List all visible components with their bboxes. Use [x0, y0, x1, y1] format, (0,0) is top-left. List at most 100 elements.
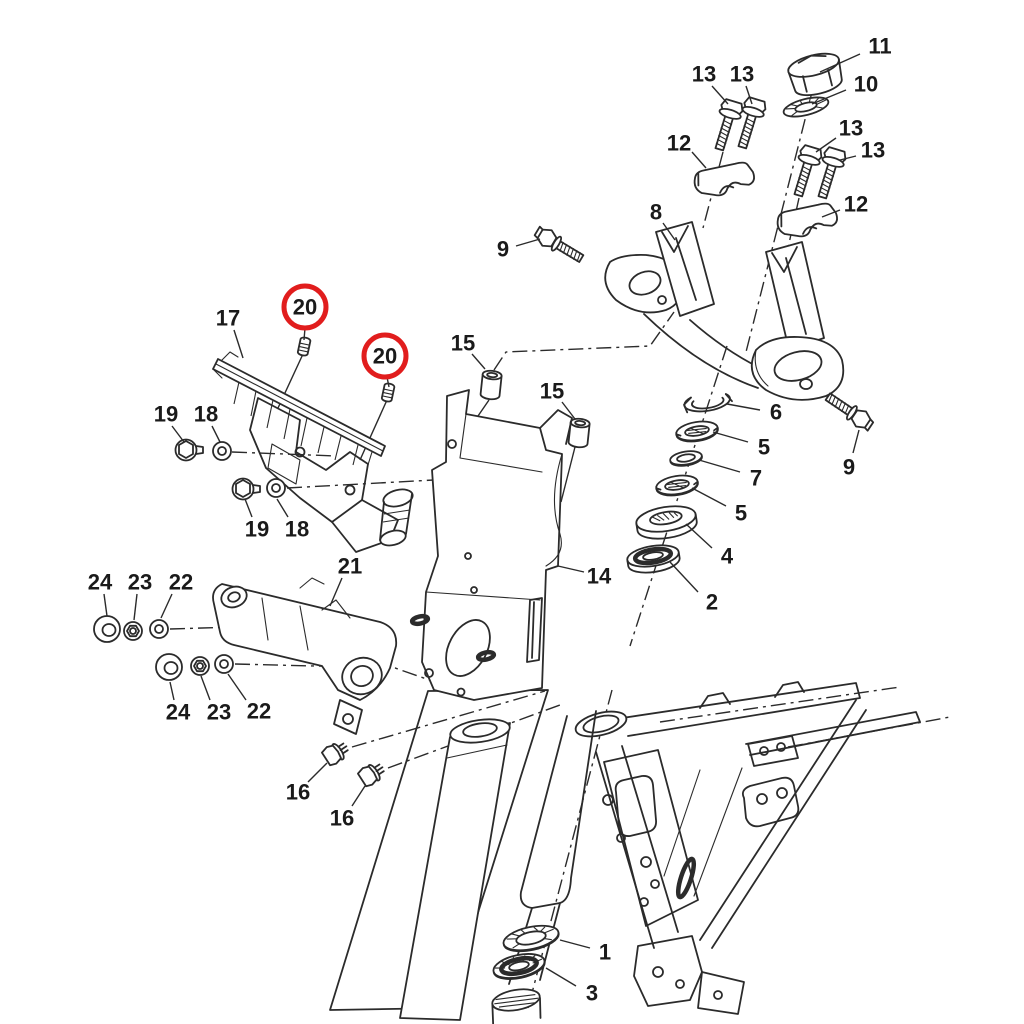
part-12-handlebar-clamp-drawing — [774, 200, 841, 242]
callout-leader-16 — [307, 762, 328, 783]
part-16-bolt-drawing — [319, 736, 353, 768]
callout-leader-18 — [276, 498, 289, 518]
part-9-bolt-drawing — [531, 223, 587, 268]
part-1-bearing-washer-drawing — [502, 924, 560, 953]
callout-label-19: 19 — [245, 517, 269, 542]
part-3-bearing-drawing — [492, 953, 546, 980]
callout-leader-19 — [171, 425, 185, 443]
callout-label-1: 1 — [599, 940, 611, 965]
callout-leader-10 — [811, 89, 847, 105]
callout-leader-11 — [819, 53, 861, 73]
part-5-ring-nut-drawing — [673, 417, 721, 446]
part-11-cap-nut-drawing — [787, 52, 843, 97]
part-24-cap-drawing — [155, 653, 183, 681]
part-22-washer-drawing — [149, 619, 169, 639]
callout-label-22: 22 — [169, 570, 193, 595]
callout-leader-7 — [698, 459, 741, 473]
callout-leader-17 — [233, 329, 244, 359]
part-13-bolt-drawing — [786, 143, 825, 200]
callout-label-16: 16 — [330, 806, 354, 831]
callout-leader-13 — [745, 85, 753, 105]
callout-leader-16 — [351, 785, 366, 807]
part-23-nut-drawing — [123, 621, 143, 641]
callout-leader-15 — [471, 353, 486, 370]
callout-label-6: 6 — [770, 400, 782, 425]
callout-leader-4 — [685, 523, 713, 549]
callout-label-11: 11 — [868, 34, 891, 59]
part-19-bolt-drawing — [174, 438, 204, 462]
part-24-cap-drawing — [93, 615, 121, 643]
part-2-bearing-race-drawing — [626, 544, 681, 574]
callout-label-13: 13 — [730, 62, 754, 87]
callout-leader-18 — [211, 425, 221, 443]
callout-leader-2 — [669, 561, 699, 593]
callout-label-15: 15 — [540, 379, 564, 404]
stem-lower-collar-drawing — [491, 988, 542, 1024]
callout-label-19: 19 — [154, 402, 178, 427]
callout-label-4: 4 — [721, 544, 734, 569]
part-4-bearing-drawing — [635, 505, 698, 540]
callout-leader-3 — [545, 967, 577, 987]
callout-label-21: 21 — [338, 554, 362, 579]
part-6-lock-washer-drawing — [683, 393, 733, 414]
part-5-ring-nut-drawing — [653, 471, 701, 500]
part-23-nut-drawing — [190, 656, 210, 676]
highlight-circle-20 — [361, 332, 409, 380]
part-9-bolt-drawing — [821, 388, 877, 435]
part-14-bracket-drawing — [409, 389, 573, 701]
callout-label-12: 12 — [667, 131, 691, 156]
callout-leader-9 — [852, 429, 860, 454]
callout-label-18: 18 — [285, 517, 309, 542]
part-21-under-bracket-drawing — [212, 577, 398, 735]
part-15-damper-bushing-drawing — [479, 368, 503, 402]
highlight-circle-20 — [281, 283, 329, 331]
callout-leader-12 — [821, 209, 841, 218]
callout-leader-5 — [712, 431, 749, 443]
callout-label-17: 17 — [216, 306, 240, 331]
callout-leader-5 — [691, 487, 727, 507]
part-7-washer-drawing — [669, 450, 703, 467]
stem-upper-shaft-drawing — [379, 488, 414, 547]
callout-label-9: 9 — [497, 237, 509, 262]
callout-leader-13 — [815, 137, 837, 153]
part-22-washer-drawing — [214, 654, 234, 674]
callout-leader-23 — [200, 675, 211, 701]
callout-label-13: 13 — [861, 138, 885, 163]
part-12-handlebar-clamp-drawing — [691, 159, 758, 201]
callout-leader-8 — [662, 222, 676, 241]
callout-label-7: 7 — [750, 466, 762, 491]
callout-leader-1 — [559, 939, 591, 949]
callout-leader-19 — [244, 498, 253, 518]
callout-label-22: 22 — [247, 699, 271, 724]
callout-leader-15 — [561, 401, 576, 420]
callout-leader-6 — [726, 403, 761, 411]
callout-label-24: 24 — [88, 570, 113, 595]
callout-label-16: 16 — [286, 780, 310, 805]
part-19-bolt-drawing — [231, 477, 261, 501]
callout-leader-9 — [515, 238, 541, 247]
callout-leader-22 — [160, 593, 173, 619]
part-18-washer-drawing — [266, 478, 286, 498]
callout-label-2: 2 — [706, 590, 718, 615]
callout-label-5: 5 — [758, 435, 770, 460]
part-10-washer-drawing — [782, 96, 830, 118]
part-16-bolt-drawing — [355, 757, 389, 789]
callout-label-3: 3 — [586, 981, 598, 1006]
callout-label-20: 20 — [373, 344, 397, 369]
callout-label-9: 9 — [843, 455, 855, 480]
callout-leader-13 — [711, 85, 729, 105]
callout-label-23: 23 — [207, 700, 231, 725]
callout-label-8: 8 — [650, 200, 662, 225]
fork-tube-drawing — [399, 718, 511, 1021]
part-18-washer-drawing — [212, 441, 232, 461]
callout-label-23: 23 — [128, 570, 152, 595]
callout-leader-23 — [133, 593, 138, 621]
callout-label-12: 12 — [844, 192, 868, 217]
callout-label-13: 13 — [839, 116, 863, 141]
callout-label-10: 10 — [854, 72, 878, 97]
callout-label-15: 15 — [451, 331, 475, 356]
callout-leader-14 — [557, 565, 585, 573]
callout-leader-22 — [227, 673, 247, 701]
